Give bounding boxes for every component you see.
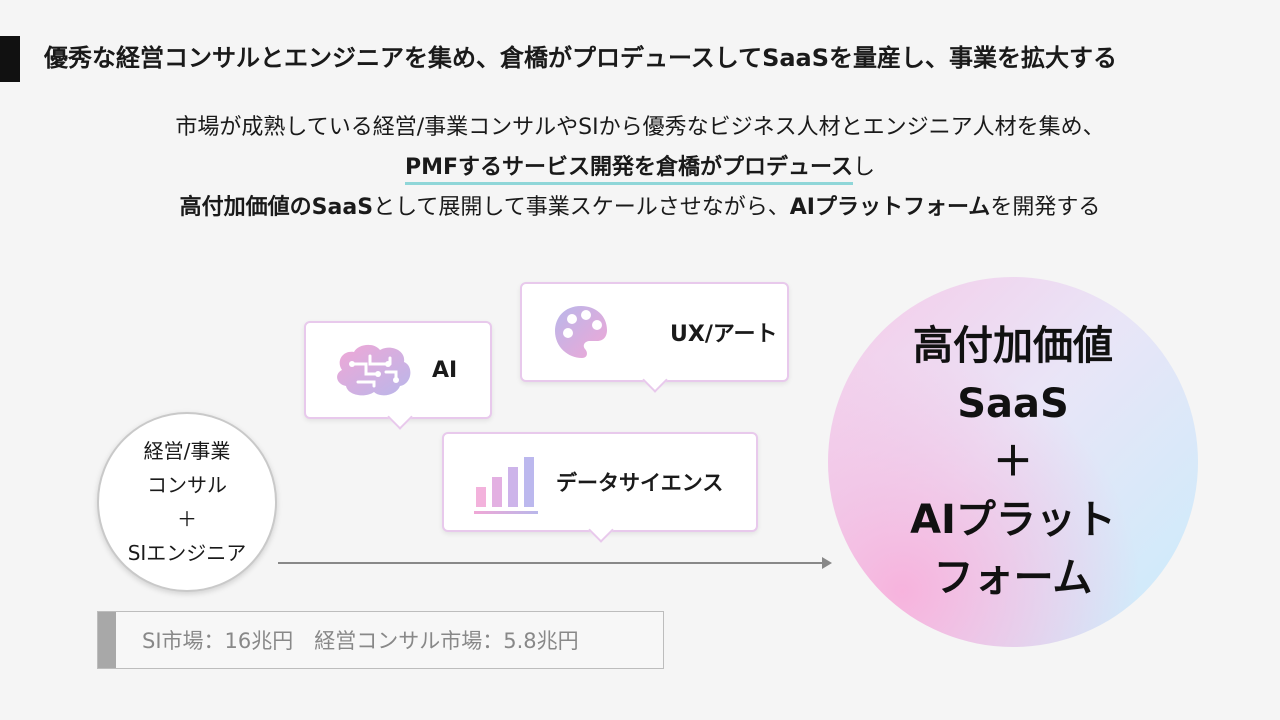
palette-icon xyxy=(555,306,607,358)
source-line-4: SIエンジニア xyxy=(127,541,247,565)
bubble-ux-art-label: UX/アート xyxy=(670,322,778,347)
bubble-ai-label: AI xyxy=(432,357,458,383)
market-size-text: SI市場：16兆円 経営コンサル市場：5.8兆円 xyxy=(142,629,579,653)
bubble-data-science-label: データサイエンス xyxy=(556,471,724,495)
lead-highlight-pmf: PMFするサービス開発を倉橋がプロデュース xyxy=(405,155,853,185)
flow-arrow xyxy=(278,557,832,569)
title-accent-bar xyxy=(0,36,20,82)
market-size-box: SI市場：16兆円 経営コンサル市場：5.8兆円 xyxy=(97,611,664,669)
lead-line-3: 高付加価値のSaaSとして展開して事業スケールさせながら、AIプラットフォームを… xyxy=(0,188,1280,228)
lead-highlight-saas: 高付加価値のSaaS xyxy=(179,195,374,220)
brain-icon xyxy=(337,344,411,396)
value-line-1: 高付加価値 xyxy=(913,323,1113,369)
value-line-4: AIプラット xyxy=(910,497,1116,543)
bar-chart-icon xyxy=(474,457,538,514)
lead-line-3-tail: を開発する xyxy=(990,195,1101,220)
source-line-3: ＋ xyxy=(177,507,197,531)
market-size-stripe xyxy=(98,612,116,668)
value-line-5: フォーム xyxy=(933,555,1093,601)
source-line-2: コンサル xyxy=(147,473,227,497)
lead-text: 市場が成熟している経営/事業コンサルやSIから優秀なビジネス人材とエンジニア人材… xyxy=(0,108,1280,228)
slide-title: 優秀な経営コンサルとエンジニアを集め、倉橋がプロデュースしてSaaSを量産し、事… xyxy=(44,44,1118,72)
lead-line-2-tail: し xyxy=(852,155,875,180)
bubble-ai: AI xyxy=(304,321,492,419)
source-talent-circle: 経営/事業 コンサル ＋ SIエンジニア xyxy=(97,412,277,592)
value-line-2: SaaS xyxy=(957,381,1069,427)
lead-line-1: 市場が成熟している経営/事業コンサルやSIから優秀なビジネス人材とエンジニア人材… xyxy=(175,115,1105,140)
value-line-3: ＋ xyxy=(993,439,1033,485)
bubble-ux-art: UX/アート xyxy=(520,282,789,382)
value-circle: 高付加価値 SaaS ＋ AIプラット フォーム xyxy=(828,277,1198,647)
lead-line-3-mid: として展開して事業スケールさせながら、 xyxy=(373,195,790,220)
bubble-data-science: データサイエンス xyxy=(442,432,758,532)
lead-highlight-ai-platform: AIプラットフォーム xyxy=(789,195,991,220)
source-line-1: 経営/事業 xyxy=(143,439,231,463)
lead-line-2: PMFするサービス開発を倉橋がプロデュースし xyxy=(0,148,1280,188)
